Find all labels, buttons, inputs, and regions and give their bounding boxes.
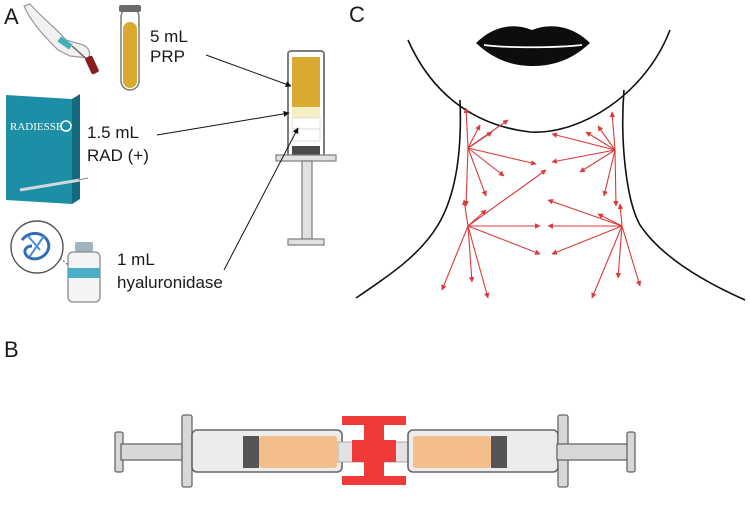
hyaluronidase-volume-label: 1 mL xyxy=(117,250,155,269)
enzyme-structure-icon xyxy=(10,220,75,274)
lips-icon xyxy=(476,26,590,66)
plunger-stopper xyxy=(292,146,320,156)
panel-label-b: B xyxy=(4,337,19,362)
injection-vector-arrow xyxy=(597,213,623,227)
injection-vector-arrow xyxy=(551,149,616,164)
prp-pointer-line xyxy=(205,54,292,87)
plunger-rod xyxy=(301,160,313,240)
coupled-syringes-illustration xyxy=(114,414,636,488)
radiesse-box-icon: RADIESSE xyxy=(6,94,89,204)
right-mixture-fill xyxy=(413,436,491,468)
prp-volume-label: 5 mL xyxy=(150,27,188,46)
injection-vector-arrow xyxy=(467,119,509,149)
rad-volume-label: 1.5 mL xyxy=(87,123,139,142)
injection-vector-arrow xyxy=(621,225,642,287)
injection-vector-arrow xyxy=(579,149,616,173)
neck-outline xyxy=(355,29,746,301)
injection-vector-arrow xyxy=(467,225,541,255)
prp-name-label: PRP xyxy=(150,47,185,66)
injection-vector-arrow xyxy=(547,199,623,227)
hyaluronidase-layer xyxy=(291,117,321,130)
left-plunger-stopper xyxy=(243,436,259,468)
injection-vector-arrow xyxy=(463,107,469,149)
injection-vector-arrow xyxy=(617,203,624,227)
injection-vector-arrow xyxy=(613,149,619,207)
rad-layer xyxy=(292,107,320,118)
panel-label-a: A xyxy=(4,4,19,29)
mixing-syringe-vertical xyxy=(275,50,337,246)
injection-vector-arrow xyxy=(591,225,623,299)
injection-vectors xyxy=(441,107,642,299)
injection-vector-arrow xyxy=(609,111,616,151)
panel-label-c: C xyxy=(349,2,365,27)
injection-vector-arrow xyxy=(585,131,616,151)
rad-pointer-line xyxy=(156,110,290,136)
injection-vector-arrow xyxy=(615,225,623,279)
hyaluronidase-pointer-line xyxy=(223,127,299,271)
luer-connector xyxy=(342,416,406,485)
injection-vector-arrow xyxy=(467,147,537,166)
injection-vector-arrow xyxy=(467,147,505,177)
injection-vector-arrow xyxy=(462,199,469,227)
injection-vector-arrow xyxy=(463,147,469,207)
injection-vector-arrow xyxy=(551,132,616,151)
injection-vector-arrow xyxy=(467,225,475,283)
injection-vector-arrow xyxy=(467,169,547,227)
injection-vector-arrow xyxy=(467,147,487,197)
injection-vector-arrow xyxy=(467,225,490,299)
injection-vector-arrow xyxy=(441,225,469,291)
box-brand-text: RADIESSE xyxy=(10,121,63,133)
left-mixture-fill xyxy=(259,436,337,468)
injection-vector-arrow xyxy=(551,225,623,255)
hyaluronidase-vial-icon xyxy=(67,242,101,303)
hyaluronidase-name-label: hyaluronidase xyxy=(117,273,223,292)
injection-vector-arrow xyxy=(602,149,616,197)
prp-tube-icon xyxy=(119,5,141,91)
injection-vector-arrow xyxy=(467,124,481,149)
injection-vector-arrow xyxy=(597,125,616,151)
prp-layer xyxy=(292,57,320,107)
right-plunger-stopper xyxy=(491,436,507,468)
arm-blood-draw-icon xyxy=(23,3,99,75)
rad-name-label: RAD (+) xyxy=(87,146,149,165)
